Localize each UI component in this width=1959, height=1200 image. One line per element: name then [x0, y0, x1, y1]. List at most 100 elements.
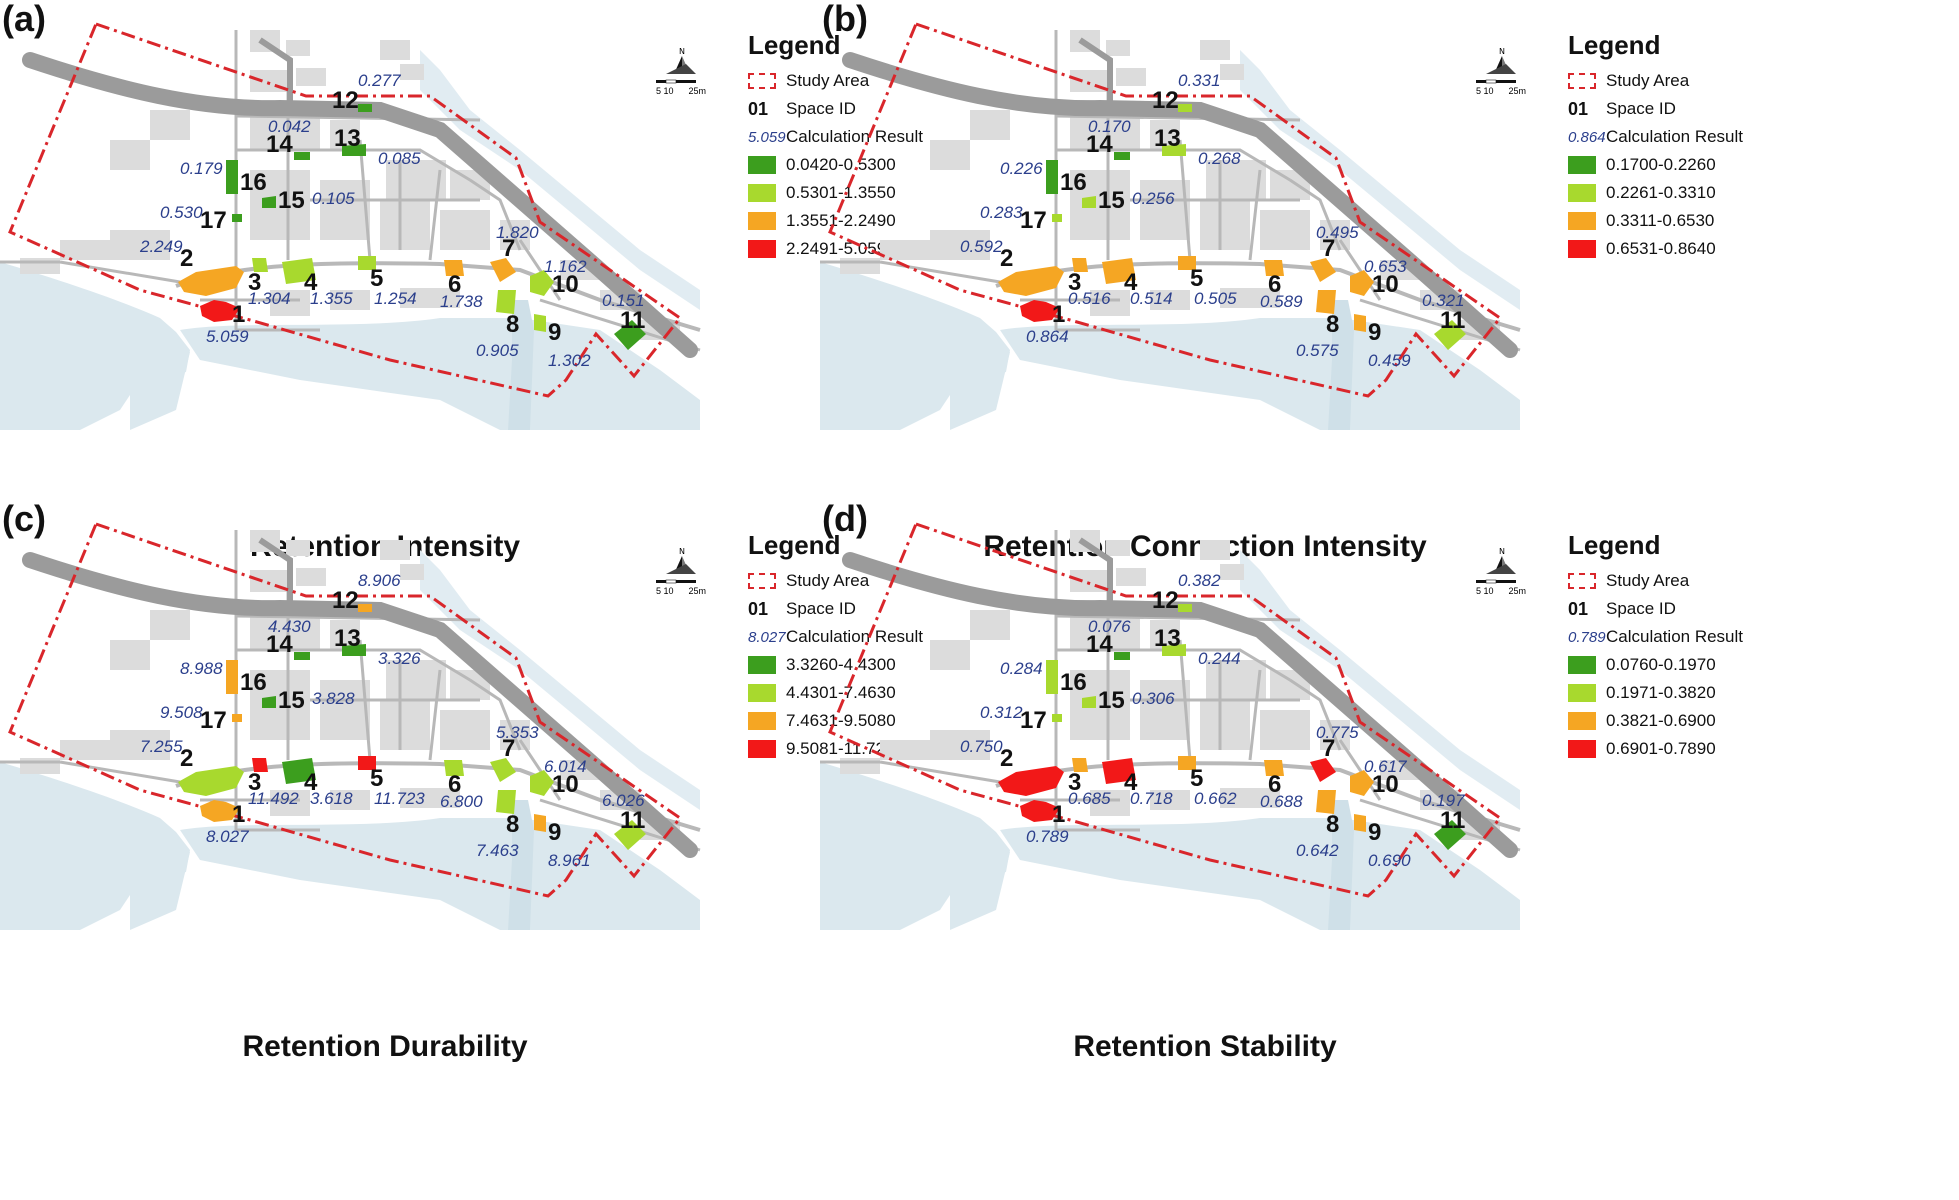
space-11-shape[interactable] — [614, 820, 646, 850]
space-15-shape[interactable] — [1082, 696, 1096, 708]
space-2-shape[interactable] — [998, 766, 1064, 796]
space-7-id-label: 7 — [1322, 235, 1335, 262]
space-14-shape[interactable] — [1114, 152, 1130, 160]
space-9-shape[interactable] — [1354, 814, 1366, 832]
space-13-value-label: 0.268 — [1198, 149, 1241, 168]
space-17-shape[interactable] — [1052, 714, 1062, 722]
space-3-shape[interactable] — [252, 258, 268, 272]
space-8-shape[interactable] — [496, 290, 516, 314]
space-1-shape[interactable] — [200, 800, 240, 822]
space-1-id-label: 1 — [232, 801, 245, 828]
space-10-shape[interactable] — [530, 270, 554, 296]
space-13-id-label: 13 — [334, 125, 361, 152]
space-9-shape[interactable] — [534, 314, 546, 332]
space-8-shape[interactable] — [1316, 790, 1336, 814]
legend-class-2: 0.5301-1.3550 — [748, 179, 978, 207]
space-2-value-label: 0.592 — [960, 237, 1003, 256]
space-5-shape[interactable] — [1178, 756, 1196, 770]
space-9-id-label: 9 — [548, 319, 561, 346]
legend-calc-label: Calculation Result — [786, 127, 924, 146]
space-5-shape[interactable] — [358, 756, 376, 770]
space-17-shape[interactable] — [232, 214, 242, 222]
space-14-shape[interactable] — [294, 652, 310, 660]
space-17-id-label: 17 — [200, 207, 227, 234]
space-10-id-label: 10 — [1372, 271, 1399, 298]
space-15-id-label: 15 — [1098, 187, 1125, 214]
space-3-shape[interactable] — [1072, 258, 1088, 272]
space-16-shape[interactable] — [226, 160, 238, 194]
space-3-value-label: 0.685 — [1068, 789, 1111, 808]
space-4-shape[interactable] — [282, 758, 316, 784]
space-7-shape[interactable] — [490, 758, 516, 782]
space-1-shape[interactable] — [200, 300, 240, 322]
space-7-shape[interactable] — [490, 258, 516, 282]
legend-class-2: 4.4301-7.4630 — [748, 679, 978, 707]
space-4-shape[interactable] — [1102, 258, 1136, 284]
space-4-shape[interactable] — [1102, 758, 1136, 784]
space-10-shape[interactable] — [1350, 770, 1374, 796]
svg-text:N: N — [1499, 47, 1505, 56]
legend-class-range: 0.3311-0.6530 — [1606, 211, 1715, 230]
space-2-id-label: 2 — [1000, 745, 1013, 772]
space-6-shape[interactable] — [1264, 260, 1284, 276]
space-13-shape[interactable] — [342, 144, 366, 156]
space-13-shape[interactable] — [342, 644, 366, 656]
space-16-shape[interactable] — [1046, 660, 1058, 694]
space-17-shape[interactable] — [1052, 214, 1062, 222]
space-13-shape[interactable] — [1162, 144, 1186, 156]
scale-bar-label: 5 10 25m — [1476, 586, 1527, 596]
space-5-shape[interactable] — [1178, 256, 1196, 270]
space-10-id-label: 10 — [552, 271, 579, 298]
space-12-shape[interactable] — [358, 104, 372, 112]
space-1-shape[interactable] — [1020, 300, 1060, 322]
space-14-shape[interactable] — [1114, 652, 1130, 660]
space-7-shape[interactable] — [1310, 758, 1336, 782]
space-16-value-label: 8.988 — [180, 659, 223, 678]
space-3-shape[interactable] — [252, 758, 268, 772]
space-8-shape[interactable] — [496, 790, 516, 814]
space-7-shape[interactable] — [1310, 258, 1336, 282]
space-11-shape[interactable] — [614, 320, 646, 350]
space-16-shape[interactable] — [1046, 160, 1058, 194]
space-15-shape[interactable] — [262, 696, 276, 708]
space-12-shape[interactable] — [1178, 604, 1192, 612]
space-9-shape[interactable] — [534, 814, 546, 832]
space-10-shape[interactable] — [530, 770, 554, 796]
space-10-shape[interactable] — [1350, 270, 1374, 296]
space-6-shape[interactable] — [444, 760, 464, 776]
space-6-shape[interactable] — [1264, 760, 1284, 776]
study-area-swatch — [1568, 73, 1596, 89]
space-3-shape[interactable] — [1072, 758, 1088, 772]
space-1-shape[interactable] — [1020, 800, 1060, 822]
space-15-shape[interactable] — [1082, 196, 1096, 208]
space-16-id-label: 16 — [1060, 669, 1087, 696]
space-12-shape[interactable] — [358, 604, 372, 612]
space-2-shape[interactable] — [178, 266, 244, 296]
space-14-shape[interactable] — [294, 152, 310, 160]
space-12-shape[interactable] — [1178, 104, 1192, 112]
space-13-shape[interactable] — [1162, 644, 1186, 656]
space-3-value-label: 11.492 — [248, 789, 299, 808]
space-5-shape[interactable] — [358, 256, 376, 270]
space-14-id-label: 14 — [266, 631, 293, 658]
legend-color-swatch — [748, 684, 776, 702]
space-4-shape[interactable] — [282, 258, 316, 284]
space-16-shape[interactable] — [226, 660, 238, 694]
space-17-shape[interactable] — [232, 714, 242, 722]
space-2-shape[interactable] — [178, 766, 244, 796]
study-area-map: 15.05922.24931.30441.35551.25461.73871.8… — [0, 22, 701, 430]
legend-class-range: 0.0760-0.1970 — [1606, 655, 1716, 674]
space-9-value-label: 0.459 — [1368, 351, 1411, 370]
space-9-shape[interactable] — [1354, 314, 1366, 332]
space-5-value-label: 1.254 — [374, 289, 417, 308]
space-15-shape[interactable] — [262, 196, 276, 208]
space-2-shape[interactable] — [998, 266, 1064, 296]
space-8-shape[interactable] — [1316, 290, 1336, 314]
space-11-shape[interactable] — [1434, 320, 1466, 350]
space-6-shape[interactable] — [444, 260, 464, 276]
space-11-shape[interactable] — [1434, 820, 1466, 850]
